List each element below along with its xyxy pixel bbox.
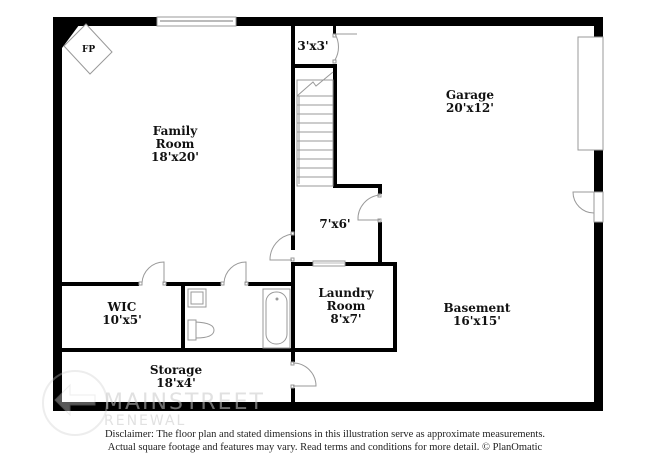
room-basement: Basement 16'x15' (444, 302, 511, 328)
room-name: Basement (443, 301, 511, 315)
watermark-logo-icon (42, 370, 108, 436)
garage-door (577, 36, 604, 151)
room-dims: 10'x5' (102, 313, 142, 327)
room-dims: 20'x12' (446, 101, 494, 115)
room-dims: 18'x4' (156, 376, 196, 390)
storage-door (290, 361, 317, 389)
room-name: Family (152, 124, 198, 138)
room-dims: 8'x7' (330, 312, 362, 326)
room-laundry: Laundry Room 8'x7' (318, 287, 373, 326)
disclaimer-line-2: Actual square footage and features may v… (107, 442, 543, 453)
room-dims: 3'x3' (297, 39, 329, 53)
watermark-title: MAINSTREET (104, 390, 265, 415)
bathroom-fixtures (187, 288, 291, 349)
room-family-room: Family Room 18'x20' (151, 125, 199, 164)
closet-door (332, 33, 357, 64)
room-closet: 3'x3' (297, 40, 328, 53)
room-hall: 7'x6' (319, 218, 350, 231)
room-wic: WIC 10'x5' (102, 301, 142, 327)
fireplace-label: FP (82, 45, 96, 55)
watermark-subtitle: RENEWAL (104, 413, 187, 429)
hall-garage-door (357, 193, 382, 223)
room-name: Room (326, 299, 366, 313)
room-name: Storage (149, 363, 203, 377)
hall-family-door (269, 231, 295, 262)
bathroom-door (220, 261, 249, 286)
garage-side-door (572, 191, 604, 223)
fireplace (63, 23, 113, 75)
disclaimer-line-1: Disclaimer: The floor plan and stated di… (104, 429, 546, 440)
room-dims: 16'x15' (453, 314, 501, 328)
room-storage: Storage 18'x4' (150, 364, 202, 390)
room-name: Laundry (318, 286, 374, 300)
outer-walls (53, 17, 603, 411)
window-family-room (156, 16, 237, 27)
disclaimer: Disclaimer: The floor plan and stated di… (0, 428, 650, 454)
room-dims: 18'x20' (151, 150, 199, 164)
room-name: Room (155, 137, 195, 151)
staircase (296, 71, 334, 187)
wic-door (138, 261, 167, 286)
interior-walls (62, 26, 397, 402)
room-name: Garage (445, 88, 495, 102)
room-dims: 7'x6' (319, 217, 351, 231)
room-garage: Garage 20'x12' (446, 89, 494, 115)
laundry-door (312, 260, 346, 267)
room-name: WIC (107, 300, 137, 314)
